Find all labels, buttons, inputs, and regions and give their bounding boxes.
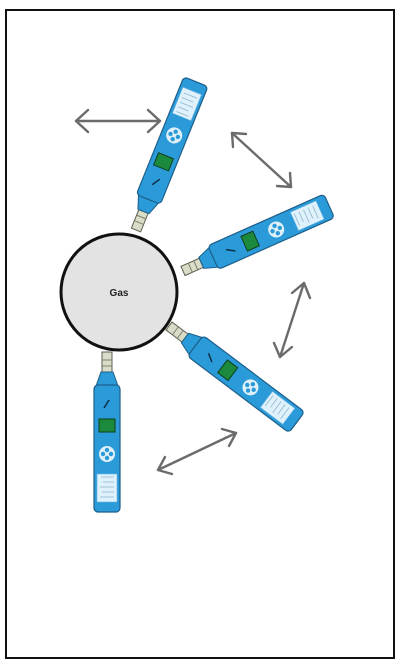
arrow-upper-right bbox=[230, 131, 293, 189]
probe-right bbox=[176, 193, 336, 284]
arrow-right bbox=[272, 281, 312, 359]
probe-top-right bbox=[123, 76, 209, 236]
gas-label: Gas bbox=[110, 288, 129, 299]
probe-bottom bbox=[93, 351, 121, 513]
probe-lower-right bbox=[160, 314, 306, 434]
arrow-top bbox=[74, 108, 162, 134]
diagram-frame bbox=[5, 9, 395, 659]
arrow-bottom bbox=[156, 427, 238, 476]
gas-circle: Gas bbox=[59, 232, 179, 352]
